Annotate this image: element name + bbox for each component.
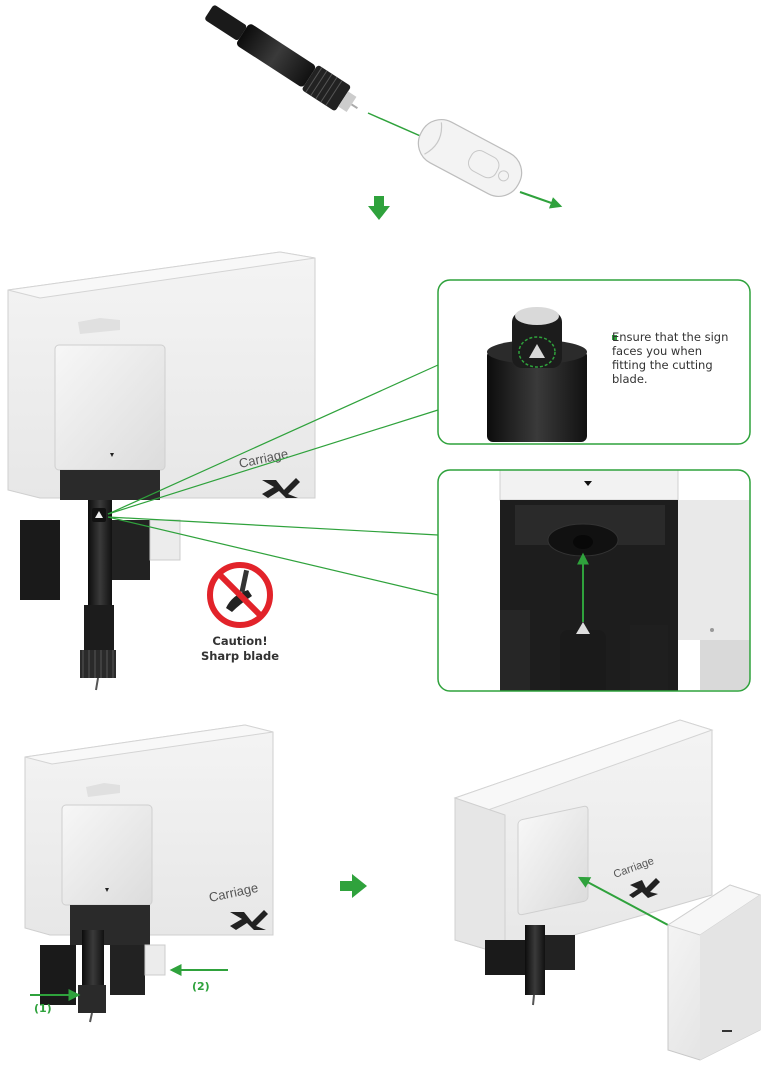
carriage-unit-bottom-right: Carriage — [453, 719, 714, 1006]
front-cover-panel — [666, 884, 762, 1061]
carriage-unit-bottom-left: Carriage — [24, 724, 274, 1023]
carriage-unit-middle: Carriage — [7, 251, 316, 691]
callout-box-socket-detail — [437, 469, 751, 692]
step-down-arrow — [368, 196, 390, 220]
cover-insert-arrow — [577, 876, 669, 926]
caution-subtitle: Sharp blade — [200, 649, 280, 663]
sharp-blade-warning-icon — [207, 562, 273, 628]
protective-cap — [417, 119, 523, 197]
blade-holder-tool — [205, 5, 358, 112]
callout-leader-lines — [107, 364, 439, 596]
step-label-1: (1) — [34, 1002, 52, 1015]
callout-note-text: Ensure that the sign faces you when fitt… — [612, 330, 729, 386]
cap-removal-arrow — [519, 191, 563, 209]
step-right-arrow — [340, 874, 367, 898]
caution-title: Caution! — [212, 634, 268, 648]
step-label-2: (2) — [192, 980, 210, 993]
callout-box-sign-detail — [437, 279, 751, 445]
blade-holder-closeup — [487, 307, 587, 442]
triangle-sign-icon — [529, 344, 545, 358]
bullet-icon — [612, 335, 617, 340]
callout-note: Ensure that the sign faces you when fitt… — [612, 330, 738, 386]
caution-label: Caution! Sharp blade — [180, 634, 300, 664]
removal-path-line — [367, 112, 426, 139]
